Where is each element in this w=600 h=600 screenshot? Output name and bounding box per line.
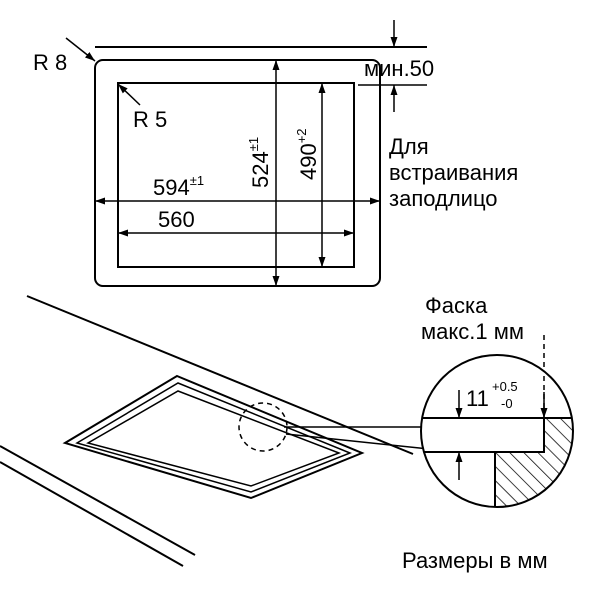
flush-mount-note: Для встраивания заподлицо [389, 134, 518, 211]
outer-depth-dimension: 524±1 [246, 60, 280, 286]
flush-note-line-3: заподлицо [389, 186, 498, 211]
chamfer-note: Фаска макс.1 мм [421, 293, 524, 344]
outer-radius-callout: R 8 [33, 37, 96, 75]
min-distance-label: мин.50 [364, 56, 434, 81]
worktop-front-edge-bottom [0, 461, 184, 567]
min-distance-dimension: мин.50 [358, 20, 434, 112]
flush-note-line-1: Для [389, 134, 429, 159]
units-note: Размеры в мм [402, 548, 548, 573]
outer-depth-tolerance: ±1 [246, 137, 261, 151]
inner-width-value: 560 [158, 207, 195, 232]
inner-width-dimension: 560 [118, 207, 354, 237]
outer-width-dimension: 594±1 [95, 173, 380, 205]
outer-width-tolerance: ±1 [190, 173, 204, 188]
outer-radius-label: R 8 [33, 50, 67, 75]
recess-step-outline [75, 382, 353, 493]
outer-width-value: 594 [153, 175, 190, 200]
plan-view: R 8 R 5 мин.50 594±1 560 [33, 20, 518, 287]
inner-cutout-rect [117, 82, 355, 268]
inner-radius-label: R 5 [133, 107, 167, 132]
depth-tolerance-upper: +0.5 [492, 379, 518, 394]
svg-text:594±1: 594±1 [153, 173, 204, 200]
inner-depth-dimension: 490+2 [294, 83, 326, 267]
detail-marker-circle [238, 402, 288, 452]
depth-tolerance-lower: -0 [501, 396, 513, 411]
inner-depth-value: 490 [296, 143, 321, 180]
svg-text:524±1: 524±1 [246, 137, 273, 188]
flush-note-line-2: встраивания [389, 160, 518, 185]
section-detail: 11 +0.5 -0 Фаска макс.1 мм [420, 293, 574, 508]
chamfer-note-line-1: Фаска [425, 293, 488, 318]
depth-dimension: 11 +0.5 -0 [466, 379, 518, 411]
outer-recess-rect [94, 59, 381, 287]
chamfer-note-line-2: макс.1 мм [421, 319, 524, 344]
cutout-outline [86, 390, 342, 487]
outer-depth-value: 524 [248, 151, 273, 188]
depth-value: 11 [466, 386, 489, 411]
inner-depth-tolerance: +2 [294, 128, 309, 143]
detail-leader-bottom [285, 433, 430, 450]
worktop-front-edge-top [0, 445, 196, 556]
perspective-view [0, 295, 430, 567]
svg-text:490+2: 490+2 [294, 128, 321, 180]
inner-radius-callout: R 5 [117, 83, 167, 132]
